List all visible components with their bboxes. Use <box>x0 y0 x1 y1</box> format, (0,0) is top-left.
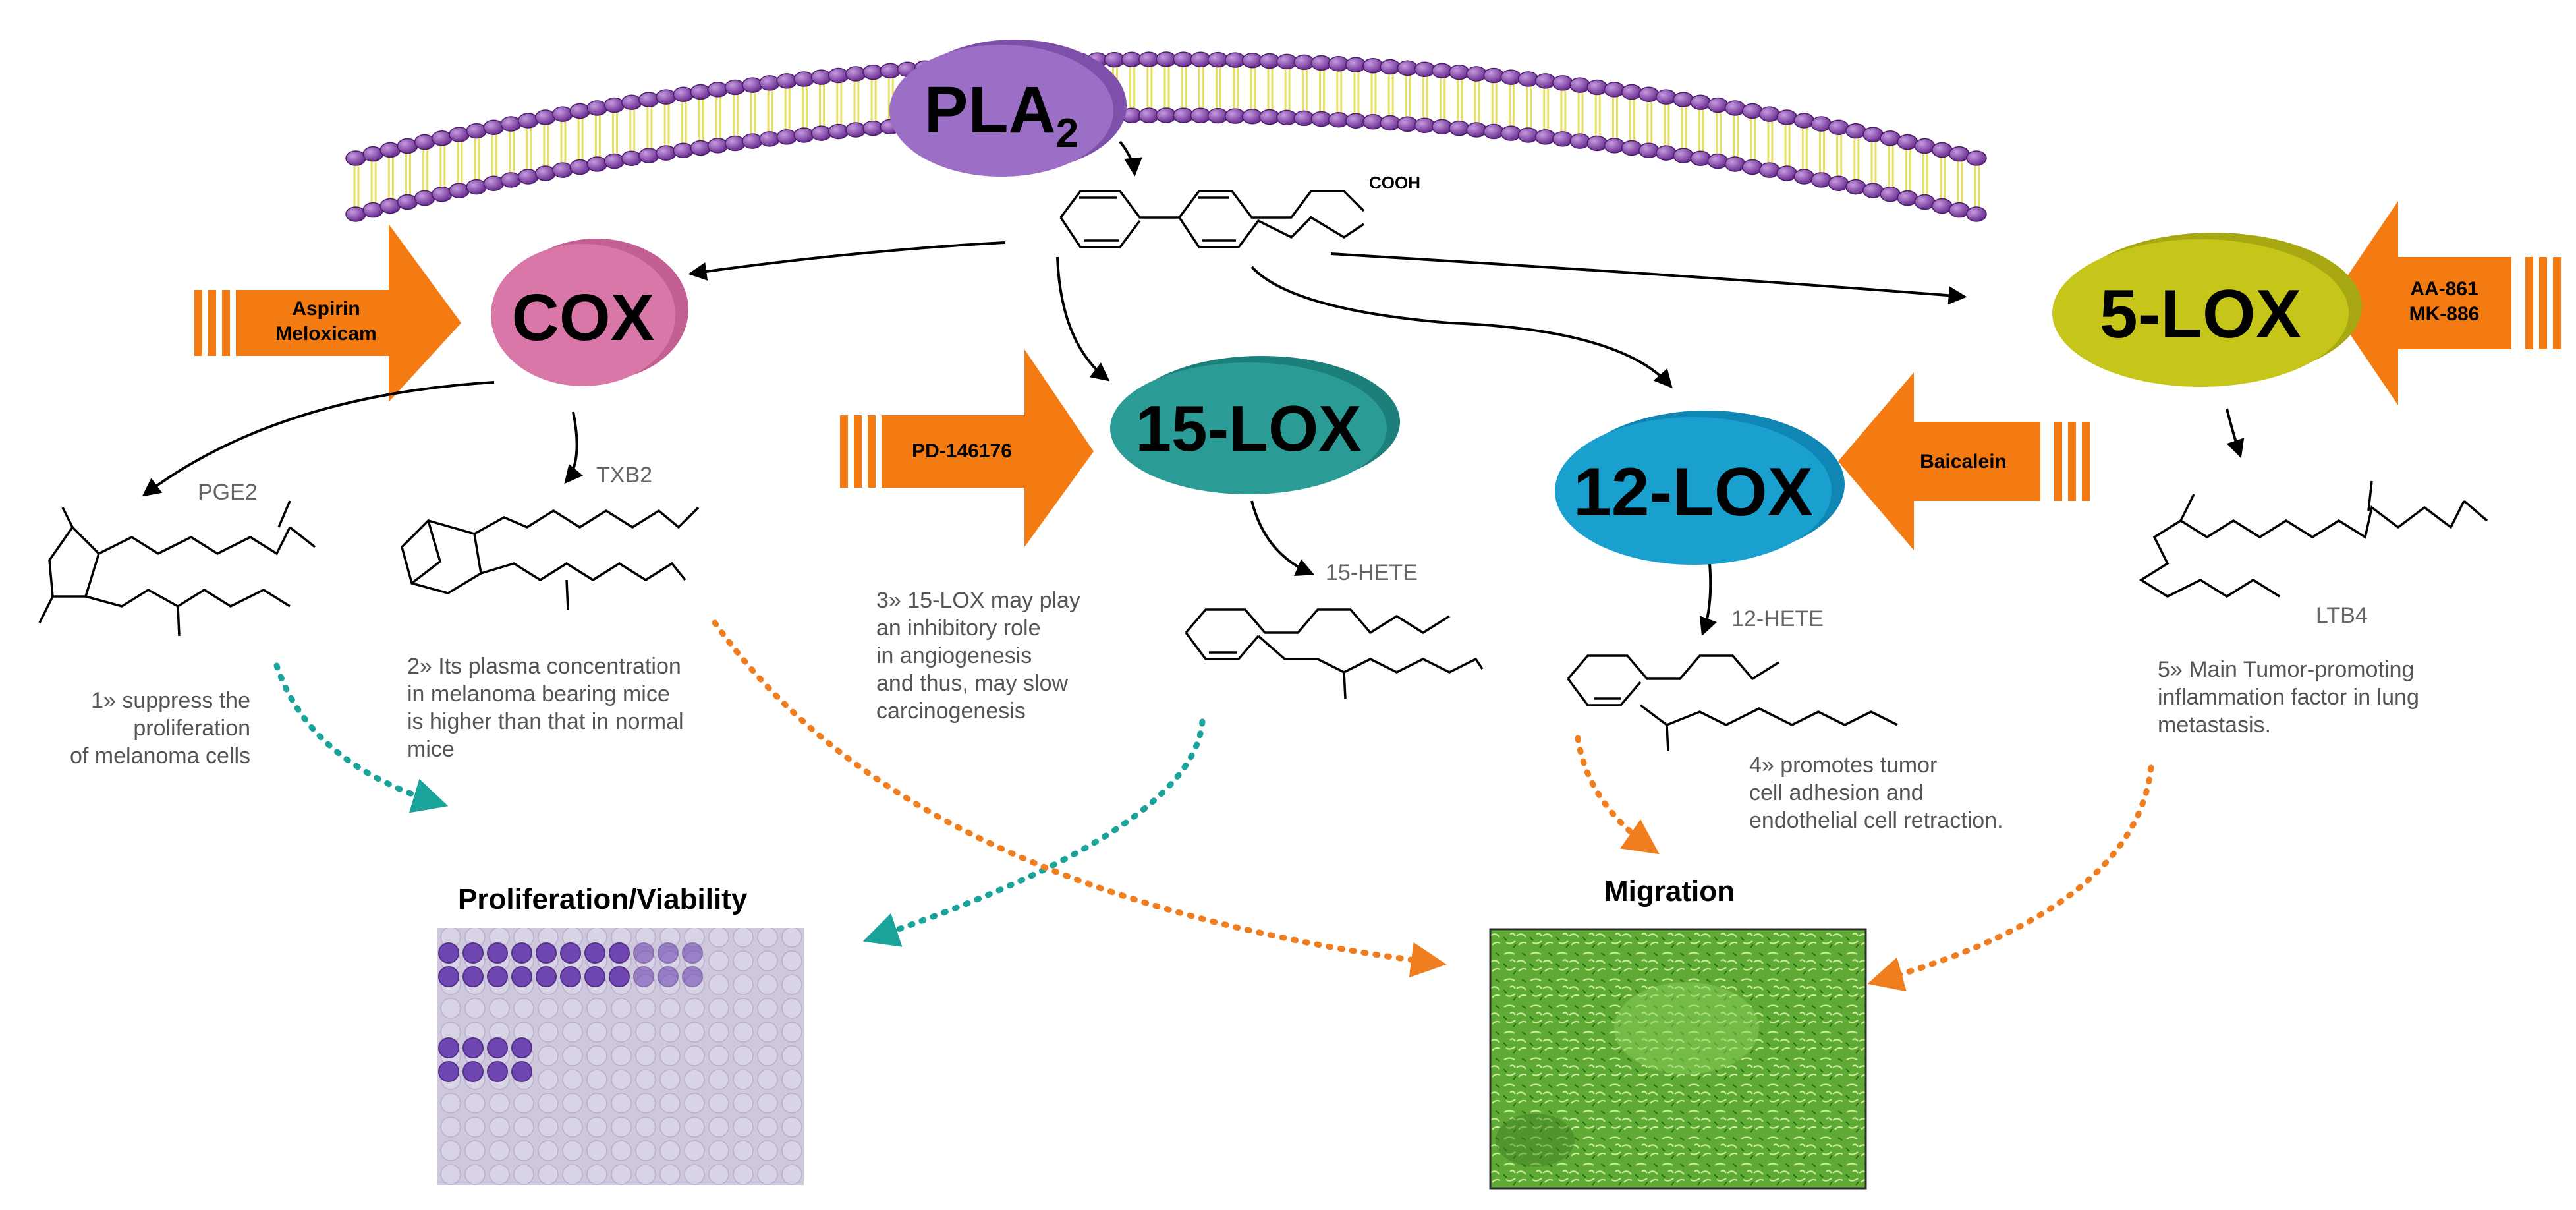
inhibitor-arrow-cox <box>194 224 461 402</box>
txb2-structure <box>401 506 700 610</box>
cox-enzyme <box>491 239 688 386</box>
note-4: 4» promotes tumor cell adhesion and endo… <box>1749 753 2003 833</box>
12-hete-structure <box>1567 654 1898 752</box>
15lox-enzyme <box>1110 356 1400 494</box>
note-2: 2» Its plasma concentration in melanoma … <box>407 654 684 762</box>
12-hete-label: 12-HETE <box>1731 606 1824 631</box>
cox-inhibitor-label: Aspirin Meloxicam <box>275 298 377 345</box>
inhibitor-arrow-12lox <box>1838 372 2090 550</box>
pge2-structure <box>38 500 316 637</box>
note-3: 3» 15-LOX may play an inhibitory role in… <box>876 588 1080 724</box>
pla2-label: PLA2 <box>924 73 1079 157</box>
proliferation-plate-image <box>437 928 804 1185</box>
arachidonic-acid-structure <box>1059 190 1365 248</box>
txb2-label: TXB2 <box>596 463 653 488</box>
cell-membrane <box>345 51 1987 222</box>
5lox-enzyme <box>2052 233 2362 387</box>
ltb4-label: LTB4 <box>2316 603 2368 628</box>
inhibitor-arrow-15lox <box>840 349 1094 547</box>
pathway-arrows <box>142 140 2245 637</box>
5lox-label: 5-LOX <box>2099 276 2302 353</box>
inhibitor-arrow-5lox <box>2329 201 2561 405</box>
5lox-inhibitor-label: AA-861 MK-886 <box>2409 278 2480 325</box>
cox-label: COX <box>511 281 655 355</box>
12lox-enzyme <box>1555 411 1845 565</box>
note-5: 5» Main Tumor-promoting inflammation fac… <box>2158 657 2419 737</box>
effect-arrows <box>273 619 2154 992</box>
arachidonic-cooh-label: COOH <box>1369 173 1420 192</box>
15lox-label: 15-LOX <box>1135 392 1362 465</box>
note-1: 1» suppress the proliferation of melanom… <box>69 688 250 768</box>
15lox-inhibitor-label: PD-146176 <box>912 440 1012 462</box>
ltb4-structure <box>2139 480 2488 598</box>
12lox-label: 12-LOX <box>1573 454 1814 531</box>
pla2-enzyme <box>889 40 1127 177</box>
pge2-label: PGE2 <box>198 480 258 505</box>
12lox-inhibitor-label: Baicalein <box>1920 451 2007 473</box>
15-hete-structure <box>1185 608 1484 699</box>
migration-microscopy-image <box>1489 928 1867 1190</box>
15-hete-label: 15-HETE <box>1326 560 1418 585</box>
migration-title: Migration <box>1604 875 1735 908</box>
proliferation-title: Proliferation/Viability <box>458 883 748 915</box>
